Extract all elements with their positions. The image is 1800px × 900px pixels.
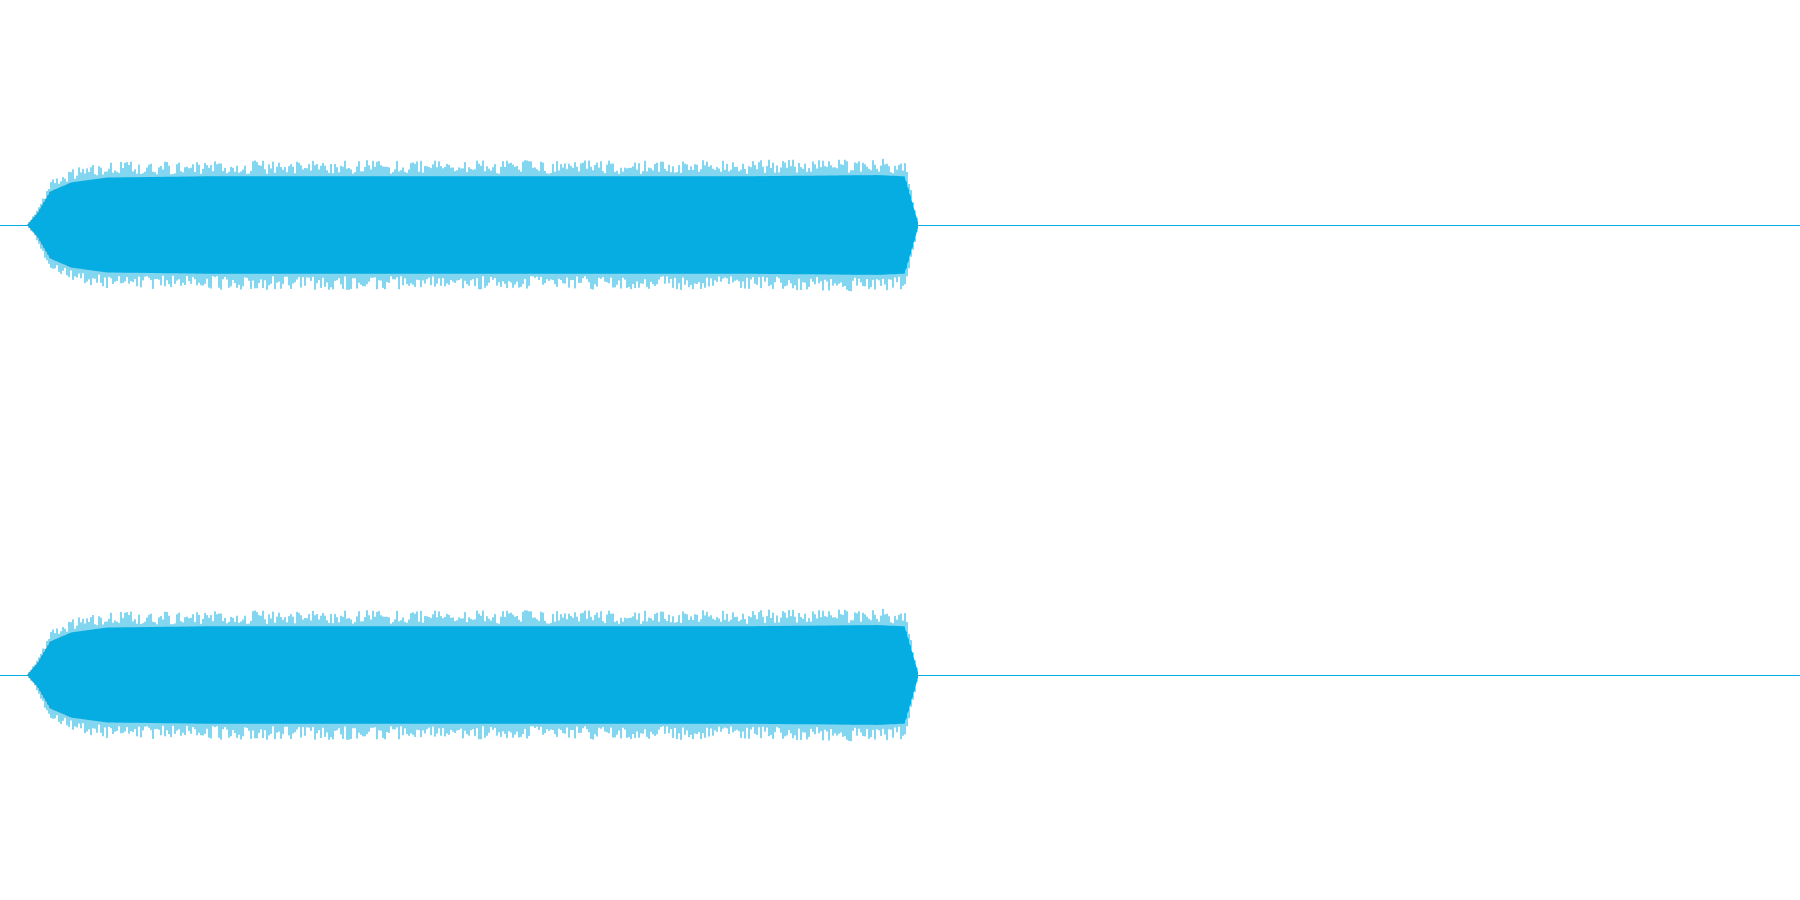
channel-1-waveform [0,158,1800,292]
waveform-peaks [28,608,918,742]
waveform-peaks [28,158,918,292]
channel-2-waveform [0,608,1800,742]
